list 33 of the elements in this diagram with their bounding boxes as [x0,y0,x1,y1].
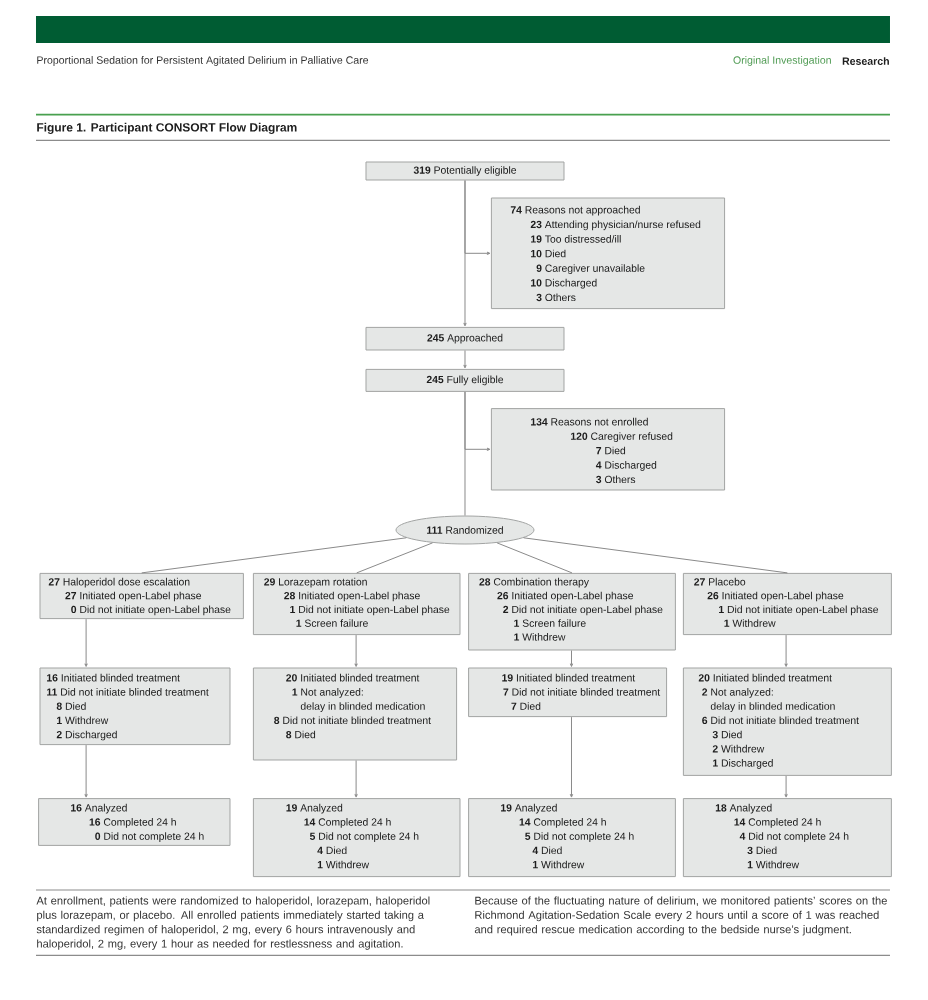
connector-line [464,391,466,516]
arrow [569,650,574,667]
arrow [463,180,467,327]
exclusion-box [490,408,726,491]
treatment-box [682,667,892,776]
analysis-box [252,798,461,878]
arrow [354,634,358,667]
arrow [784,634,788,667]
arrow [463,350,467,369]
connector-line [141,537,407,574]
arrow [354,760,358,798]
flow-box [365,326,565,351]
analysis-box [682,798,892,878]
connector-line [496,542,573,574]
connector-line [356,542,434,574]
treatment-box [39,667,231,746]
flow-box [365,368,565,392]
flow-box [365,161,565,181]
treatment-box [252,667,458,761]
arrow [84,618,88,667]
analysis-box [468,798,676,878]
allocation-box [252,572,461,636]
arrow [784,775,788,798]
allocation-box [39,572,244,620]
exclusion-box [490,197,726,310]
treatment-box [468,667,668,718]
allocation-box [468,572,676,651]
analysis-box [38,798,231,846]
arrow [569,716,574,798]
randomization-ellipse [395,515,535,545]
allocation-box [682,572,892,636]
arrow [84,744,88,798]
connector-line [523,537,788,574]
